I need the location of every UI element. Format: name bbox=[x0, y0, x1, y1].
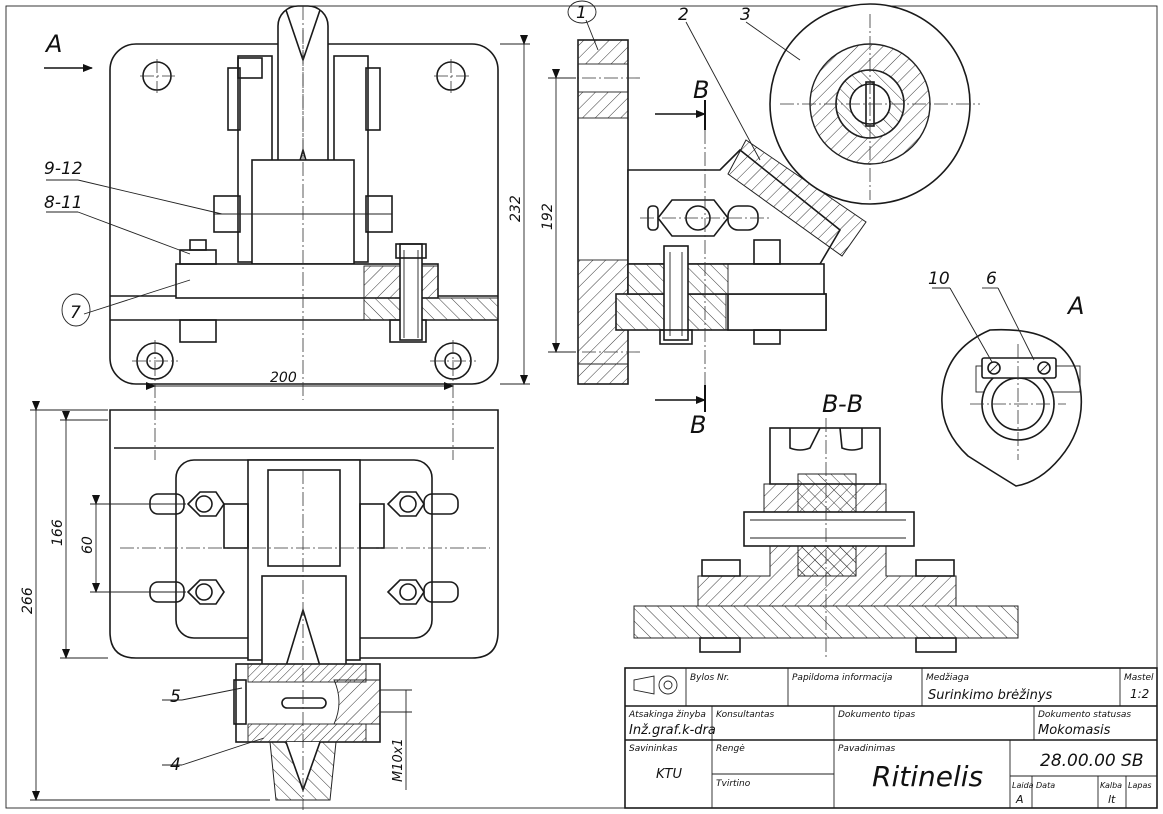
tb-mastelis-label: Mastel bbox=[1124, 673, 1154, 683]
dimension-266 bbox=[30, 401, 270, 801]
tb-laida-label: Laida bbox=[1012, 781, 1034, 790]
tb-kalba-value: lt bbox=[1108, 793, 1116, 806]
tb-renge-label: Rengė bbox=[716, 744, 745, 754]
projection-circle-icon bbox=[658, 675, 678, 695]
dim-text-192: 192 bbox=[540, 203, 556, 230]
tb-savininkas-value: KTU bbox=[656, 767, 682, 782]
tb-kalba-label: Kalba bbox=[1100, 781, 1122, 790]
tb-lapas-label: Lapas bbox=[1128, 781, 1152, 790]
section-b-top-label: B bbox=[693, 76, 709, 104]
tb-bylos-label: Bylos Nr. bbox=[690, 673, 730, 683]
front-view bbox=[44, 5, 499, 460]
tb-papildoma-label: Papildoma informacija bbox=[792, 673, 892, 683]
part-label-5: 5 bbox=[170, 687, 181, 707]
tb-dokumento-statusas-value: Mokomasis bbox=[1038, 723, 1111, 738]
detail-view-a bbox=[941, 328, 1083, 487]
dimension-60 bbox=[90, 495, 186, 593]
tb-dokumento-statusas-label: Dokumento statusas bbox=[1038, 710, 1131, 720]
part-label-7: 7 bbox=[70, 303, 81, 323]
tb-pavadinimas-label: Pavadinimas bbox=[838, 744, 895, 754]
tb-savininkas-label: Savininkas bbox=[629, 744, 678, 754]
title-block bbox=[624, 667, 1158, 809]
part-label-4: 4 bbox=[170, 755, 181, 775]
section-bb-title: B-B bbox=[822, 390, 863, 418]
part-label-8-11: 8-11 bbox=[44, 193, 83, 213]
tb-atsakinga-label: Atsakinga žinyba bbox=[628, 710, 706, 720]
balloon-1 bbox=[567, 0, 597, 24]
dim-text-200: 200 bbox=[270, 370, 297, 386]
part-label-1: 1 bbox=[576, 3, 587, 23]
tb-medziaga-label: Medžiaga bbox=[926, 673, 969, 683]
tb-laida-value: A bbox=[1015, 793, 1024, 806]
view-a-label: A bbox=[44, 30, 62, 58]
dim-text-166: 166 bbox=[50, 519, 66, 546]
part-label-3: 3 bbox=[740, 5, 751, 25]
part-label-6: 6 bbox=[986, 269, 997, 289]
sheet-frame bbox=[5, 5, 1158, 809]
dim-text-60: 60 bbox=[80, 536, 96, 554]
dim-text-232: 232 bbox=[508, 195, 524, 222]
tb-konsultantas-label: Konsultantas bbox=[716, 710, 774, 720]
side-section-view bbox=[560, 3, 980, 412]
dimension-166 bbox=[60, 411, 108, 659]
tb-medziaga-value: Surinkimo brėžinys bbox=[928, 688, 1053, 703]
part-label-10: 10 bbox=[928, 269, 950, 289]
projection-cone-icon bbox=[633, 675, 655, 695]
tb-data-label: Data bbox=[1036, 781, 1055, 790]
dimension-192 bbox=[548, 69, 576, 353]
tb-code-value: 28.00.00 SB bbox=[1040, 751, 1144, 771]
tb-pavadinimas-value: Ritinelis bbox=[872, 760, 983, 793]
dim-text-266: 266 bbox=[20, 587, 36, 614]
tb-tvirtino-label: Tvirtino bbox=[716, 779, 751, 789]
tb-mastelis-value: 1:2 bbox=[1130, 687, 1149, 701]
section-b-bottom-label: B bbox=[690, 411, 706, 439]
tb-atsakinga-value: Inž.graf.k-dra bbox=[629, 723, 716, 738]
dim-text-m10: M10x1 bbox=[391, 738, 406, 782]
part-label-2: 2 bbox=[678, 5, 689, 25]
leader-lines bbox=[46, 19, 1035, 766]
section-bb-view bbox=[633, 418, 1019, 660]
tb-dokumento-tipas-label: Dokumento tipas bbox=[838, 710, 916, 720]
dimension-232 bbox=[500, 35, 530, 385]
top-view bbox=[109, 409, 499, 810]
part-label-9-12: 9-12 bbox=[44, 159, 83, 179]
balloon-7 bbox=[61, 293, 91, 327]
detail-a-title: A bbox=[1066, 292, 1084, 320]
